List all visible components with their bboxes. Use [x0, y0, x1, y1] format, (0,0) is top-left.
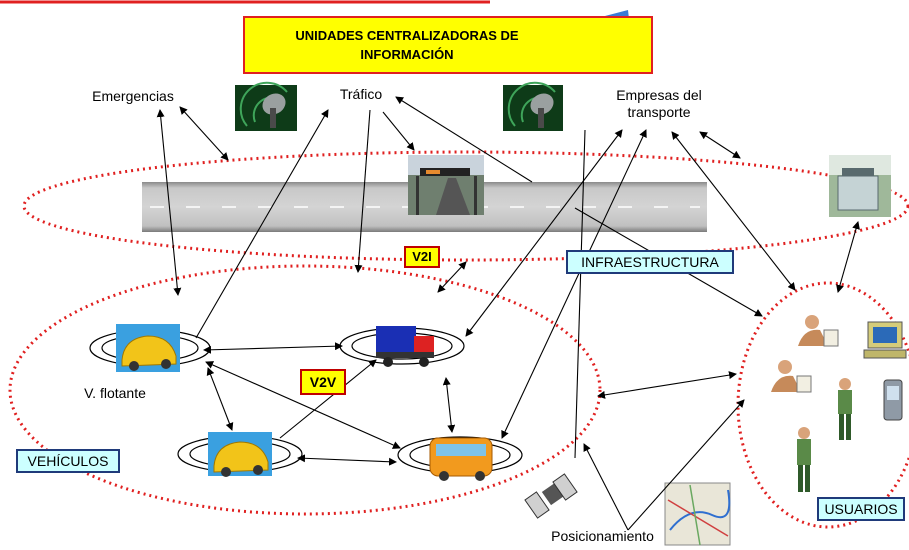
car-icon	[177, 432, 303, 477]
arrow-truck-empresas	[465, 129, 623, 337]
user-person-icon	[838, 378, 852, 440]
title-line-1: UNIDADES CENTRALIZADORAS DE	[295, 28, 519, 43]
label-trafico: Tráfico	[339, 86, 383, 102]
traffic-sign-photo	[408, 155, 484, 215]
arrow-car2-truck	[279, 359, 377, 439]
floating-car-icon	[89, 324, 211, 372]
arrow-v2i	[437, 261, 467, 293]
arrow-emergencias-vehiculos	[156, 109, 182, 296]
arrow-posicionamiento-vehicles	[583, 443, 629, 531]
label-v-flotante: V. flotante	[84, 385, 146, 401]
antenna-icon-right	[503, 81, 563, 131]
arrow-posicionamiento-users	[627, 399, 745, 531]
tag-usuarios: USUARIOS	[817, 497, 905, 521]
truck-icon	[339, 326, 465, 367]
pda-icon	[883, 379, 903, 421]
computer-icon	[863, 321, 907, 359]
users-ellipse	[736, 281, 909, 529]
arrow-trafico-vehiculos	[354, 109, 371, 273]
antenna-icon-left	[235, 81, 297, 131]
tag-v2i: V2I	[404, 246, 440, 268]
label-posicionamiento: Posicionamiento	[551, 528, 654, 544]
bus-icon	[397, 436, 523, 481]
arrow-car2-bus	[297, 454, 397, 466]
map-icon	[664, 482, 731, 546]
arrow-bus-empresas	[501, 129, 647, 439]
arrow-emergencias-road	[179, 106, 229, 161]
user-person-icon-2	[797, 427, 811, 492]
arrow-truck-bus	[442, 377, 456, 433]
tag-infraestructura: INFRAESTRUCTURA	[566, 250, 734, 274]
arrow-flotante-bus	[205, 361, 401, 449]
connector-arrows	[156, 96, 860, 531]
arrow-flotante-car	[206, 367, 234, 431]
office-worker-icon	[798, 315, 839, 347]
tag-v2v: V2V	[300, 369, 346, 395]
tag-vehiculos: VEHÍCULOS	[16, 449, 120, 473]
office-worker-icon-2	[771, 360, 812, 393]
arrow-empresas-users	[671, 131, 796, 291]
page-title: UNIDADES CENTRALIZADORAS DE INFORMACIÓN	[257, 26, 557, 64]
title-line-2: INFORMACIÓN	[360, 47, 454, 62]
label-empresas: Empresas del transporte	[598, 87, 720, 121]
arrow-car-truck	[203, 342, 343, 354]
arrow-trafico-sign	[382, 111, 415, 151]
bus-stop-photo	[829, 155, 891, 217]
arrow-posicionamiento-empresas	[574, 129, 586, 459]
label-empresas-line1: Empresas del	[616, 87, 702, 103]
satellite-icon	[524, 473, 578, 519]
arrow-busstop-users	[836, 221, 860, 293]
arrow-vehicles-users	[597, 371, 737, 399]
arrow-empresas-busstop	[699, 131, 741, 159]
label-emergencias: Emergencias	[92, 88, 174, 104]
title-box: UNIDADES CENTRALIZADORAS DE INFORMACIÓN	[243, 16, 653, 74]
label-empresas-line2: transporte	[627, 104, 691, 120]
arrow-flotante-trafico	[195, 109, 329, 339]
